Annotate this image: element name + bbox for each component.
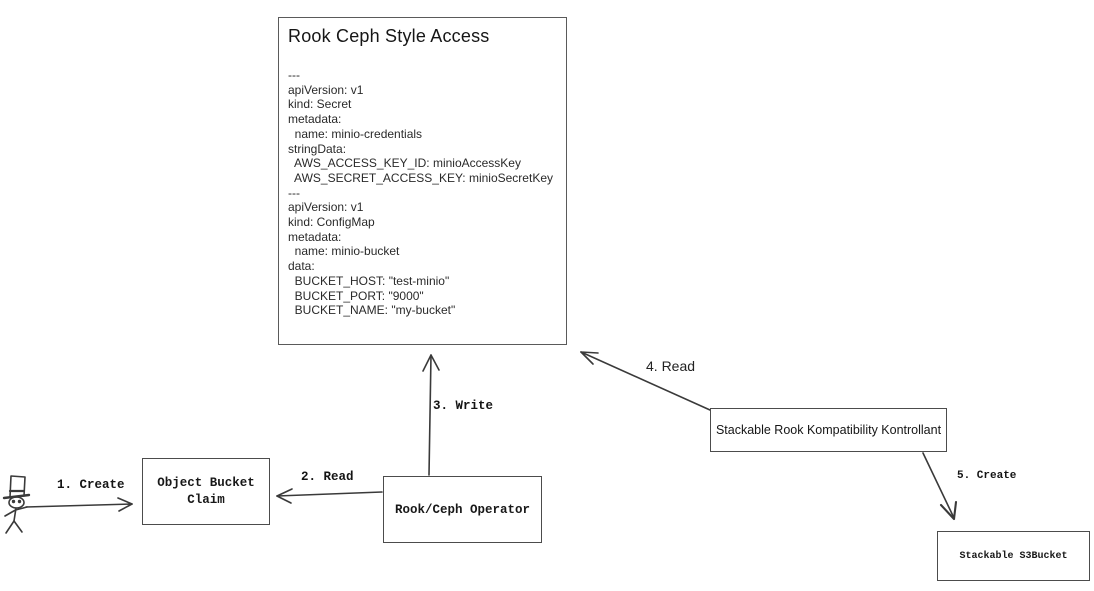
arrow-1-shaft: [25, 503, 133, 508]
yaml-manifest-text: --- apiVersion: v1 kind: Secret metadata…: [288, 68, 553, 318]
arrow-3-write: [422, 354, 440, 476]
arrow-5-shaft: [922, 452, 955, 519]
edge-label-1-create: 1. Create: [57, 478, 125, 492]
actor-legs: [5, 520, 23, 534]
node-stackable-s3bucket-label: Stackable S3Bucket: [959, 550, 1068, 562]
user-actor-icon: [2, 475, 31, 534]
node-rook-ceph-style-access: Rook Ceph Style Access --- apiVersion: v…: [278, 17, 567, 345]
arrow-4-head: [580, 351, 599, 365]
main-box-title: Rook Ceph Style Access: [288, 26, 490, 46]
node-stackable-s3bucket: Stackable S3Bucket: [937, 531, 1090, 581]
arrow-2-head: [276, 488, 293, 504]
edge-label-3-write: 3. Write: [433, 399, 494, 413]
arrow-5-head: [939, 500, 958, 521]
actor-hat-crown: [9, 475, 26, 498]
node-stackable-rook-kompatibility-kontrollant: Stackable Rook Kompatibility Kontrollant: [710, 408, 947, 452]
node-rook-ceph-operator-label: Rook/Ceph Operator: [394, 502, 531, 517]
arrow-3-head: [422, 354, 440, 372]
edge-label-2-read: 2. Read: [301, 470, 354, 484]
arrow-5-create: [922, 452, 958, 521]
edge-label-4-read: 4. Read: [646, 358, 696, 374]
actor-head: [8, 496, 25, 509]
arrow-2-read: [276, 488, 383, 504]
arrow-4-shaft: [580, 351, 711, 411]
node-object-bucket-claim: Object Bucket Claim: [142, 458, 270, 525]
edge-label-5-create: 5. Create: [957, 470, 1017, 482]
actor-eye-right: [17, 499, 22, 504]
arrow-2-shaft: [276, 491, 383, 497]
arrow-1-create: [25, 497, 133, 512]
arrow-1-head: [117, 497, 133, 512]
node-rook-ceph-operator: Rook/Ceph Operator: [383, 476, 542, 543]
actor-arms: [4, 506, 28, 517]
arrow-4-read: [580, 351, 711, 411]
actor-eye-left: [11, 499, 16, 504]
node-object-bucket-claim-label: Object Bucket Claim: [157, 476, 255, 507]
arrow-3-shaft: [428, 354, 432, 476]
node-stackable-rook-kompatibility-kontrollant-label: Stackable Rook Kompatibility Kontrollant: [715, 423, 942, 437]
